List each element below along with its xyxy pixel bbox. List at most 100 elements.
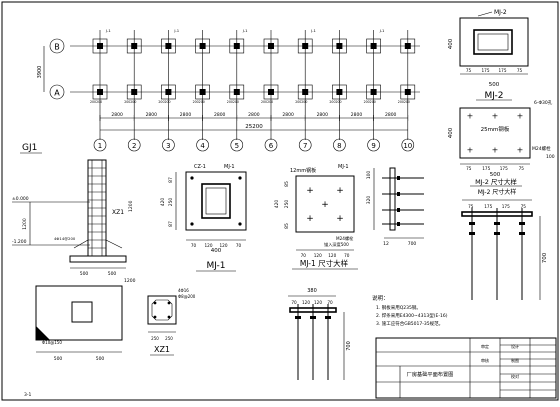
dim-value: 175 <box>502 204 510 209</box>
mj2-anchor-title: MJ-2 尺寸大样 <box>478 188 517 196</box>
plan-spacing-dim: 2800 <box>111 112 123 118</box>
mj2-detail-edge: 100 <box>546 154 555 160</box>
mj2-detail-plate-label: 25mm钢板 <box>481 125 510 133</box>
plan-col-bubble <box>401 138 415 152</box>
plan-col-label: 8 <box>337 142 341 150</box>
mj1-bolt <box>238 176 242 180</box>
plan-col-label: 5 <box>235 142 239 150</box>
axis-bubble-b <box>49 38 65 54</box>
mj-side-nut <box>397 192 400 196</box>
mj1-title: MJ-1 <box>206 261 225 271</box>
mj2-detail-note: 6-Φ30孔 <box>534 99 553 106</box>
gj1-bar-note: 4Φ14@200 <box>54 236 76 241</box>
mj1-cz-tag: CZ-1 <box>194 164 206 170</box>
plan-col-label: 3 <box>166 142 170 150</box>
xz1-section: 4Φ16 Φ8@200 250 250 XZ1 <box>147 288 196 356</box>
plan-col-label: 1 <box>98 142 102 150</box>
mj2-anchor-bolts <box>469 208 525 300</box>
xz1-dim-a: 250 <box>151 336 159 341</box>
dim-value: 70 <box>291 300 297 305</box>
plan-spacing-dim: 2800 <box>214 112 226 118</box>
plan-footing-dim: 200200 <box>158 100 170 104</box>
mj2-detail-height: 400 <box>448 127 454 138</box>
xz1-bars <box>153 301 171 319</box>
title-block-drawing-name: 厂房基础平面布置图 <box>407 370 454 378</box>
mj-side-dim-a: 100 <box>366 171 372 180</box>
gj1-dim-b: 500 <box>108 271 117 277</box>
footing-dim-b: 500 <box>96 356 105 362</box>
notes: 说明： 1. 钢板采用Q235钢。 2. 焊条采用E4300~4313型(E-1… <box>372 294 448 327</box>
mj1d-anchor-note: 锚入深度500 <box>324 241 349 248</box>
mj2-anchor-nut <box>469 222 475 225</box>
dim-value: 70 <box>191 243 197 248</box>
mj2-detail-total: 500 <box>490 172 501 178</box>
mj2-bolt-hole: + <box>467 146 474 155</box>
dim-value: 75 <box>517 68 523 73</box>
title-block: 审定 审核 设计 制图 校对 厂房基础平面布置图 <box>375 337 557 399</box>
mj1-mj-tag: MJ-1 <box>224 164 235 170</box>
gj1-footing <box>69 255 127 263</box>
plan-col-bubble <box>264 138 278 152</box>
plan-footing-tag: J-1 <box>379 28 385 33</box>
dim-value: 70 <box>301 253 307 258</box>
plan-footing-dim: 200200 <box>295 100 307 104</box>
xz1-octagon-tie <box>151 299 173 321</box>
gj1-col-tag: XZ1 <box>112 209 124 216</box>
plan-spacing-dim: 2800 <box>248 112 260 118</box>
dim-value: 75 <box>519 166 525 171</box>
mj1d-anchor-label: M24螺栓 <box>336 235 354 242</box>
footing-bar-label: Φ10@150 <box>42 340 62 345</box>
mj2-total: 500 <box>489 82 500 88</box>
mj1-side-b: 250 <box>168 198 174 207</box>
mj1-bolts <box>190 176 242 226</box>
gj1-title: GJ1 <box>22 143 37 153</box>
mj2-anchor-nut <box>469 232 475 235</box>
plan-col-label: 9 <box>371 142 375 150</box>
plan-spacing-dim: 2800 <box>385 112 397 118</box>
title-block-cell-5: 校对 <box>511 373 519 379</box>
plan-col-bubble <box>162 138 175 152</box>
plan-footing-dim: 200200 <box>398 100 410 104</box>
dim-value: 120 <box>220 243 228 248</box>
mj1d-bolts: +++++ <box>306 186 344 224</box>
mj2-plate-outline <box>459 17 529 67</box>
dim-value: 120 <box>302 300 310 305</box>
gj1-elev-bot: -1.200 <box>12 239 27 245</box>
plan-col-bubble <box>196 138 209 152</box>
mj1-bolt <box>190 222 194 226</box>
footing-outer <box>35 285 123 341</box>
mj1d-bolt: + <box>306 186 314 196</box>
dim-value: 70 <box>327 300 333 305</box>
mj1d-plate-label: 12mm钢板 <box>290 167 316 174</box>
plan-spacing-dim: 2800 <box>282 112 294 118</box>
mj2-anchor-length: 700 <box>542 252 548 263</box>
mj1d-side-c: 85 <box>284 223 290 229</box>
plan-spacing-dim: 2800 <box>146 112 158 118</box>
footing-plan: Φ10@150 1200 500 500 <box>35 278 136 362</box>
plan-col-bubble <box>127 138 141 152</box>
dim-value: 70 <box>236 243 242 248</box>
mj1-height: 420 <box>160 198 166 207</box>
footing-dim-top: 1200 <box>124 278 136 284</box>
mj2-bolt-hole: + <box>492 112 499 121</box>
dim-value: 175 <box>500 166 508 171</box>
mj2-detail-plate <box>459 107 531 159</box>
mj1d-side-b: 250 <box>284 200 290 209</box>
title-block-cell-2: 审核 <box>481 357 489 363</box>
footing-column <box>71 301 93 323</box>
mj1d-tag: MJ-1 <box>338 164 349 170</box>
mj2-detail-bolt: M24螺栓 <box>532 145 551 152</box>
mj1d-plate <box>295 175 355 233</box>
mj1d-side-a: 85 <box>284 181 290 187</box>
plan-spacing-dim: 2800 <box>180 112 192 118</box>
mj2-bolt-hole: + <box>492 146 499 155</box>
mj1-bolt <box>238 222 242 226</box>
